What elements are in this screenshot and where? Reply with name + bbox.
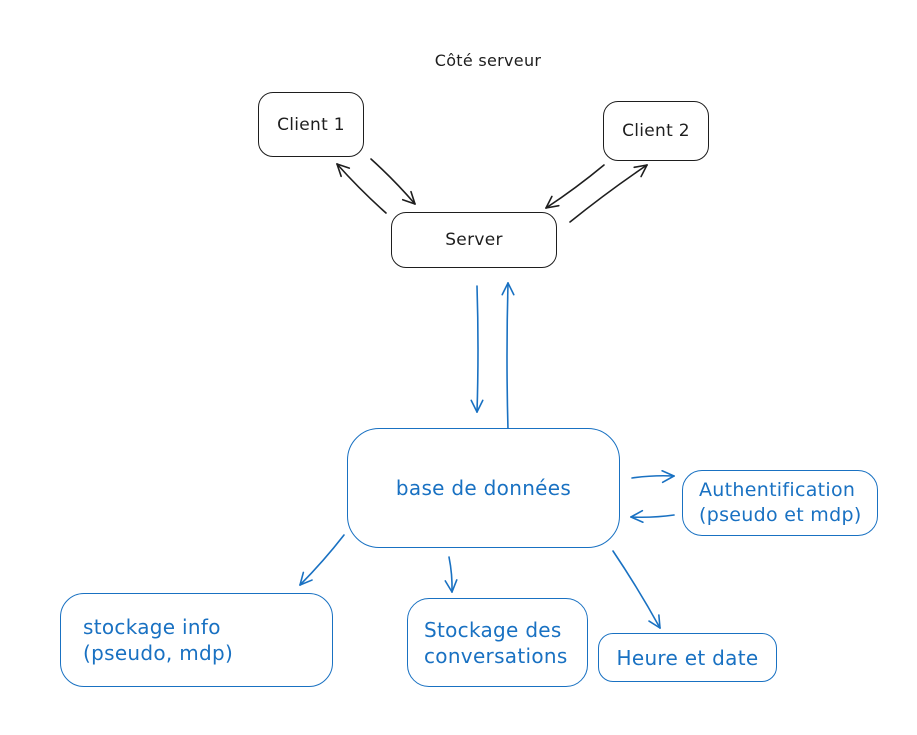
node-client1-label: Client 1 (277, 114, 345, 135)
arrow-server-to-client1 (336, 163, 387, 214)
node-authentification: Authentification (pseudo et mdp) (682, 470, 878, 536)
node-stockage-conversations-label-line1: Stockage des (424, 617, 562, 642)
node-server: Server (391, 212, 557, 268)
node-stockage-conversations-label-line2: conversations (424, 643, 568, 668)
arrow-database-to-stockage_info (299, 534, 345, 586)
node-stockage-info-label-line2: (pseudo, mdp) (83, 641, 234, 665)
node-database-label: base de données (395, 476, 572, 500)
node-heure-date-label: Heure et date (616, 645, 759, 670)
node-authentification-label-line1: Authentification (699, 479, 856, 502)
node-server-label: Server (445, 230, 503, 250)
arrow-database-to-authentification (631, 469, 675, 484)
node-stockage-info: stockage info (pseudo, mdp) (60, 593, 333, 687)
node-heure-date: Heure et date (598, 633, 777, 682)
diagram-title: Côté serveur (434, 51, 542, 70)
node-stockage-conversations: Stockage des conversations (407, 598, 588, 687)
arrow-client1-to-server (370, 158, 416, 205)
arrow-server-to-client2 (569, 164, 648, 223)
arrow-database-to-heure_date (612, 550, 661, 629)
node-client2-label: Client 2 (622, 121, 690, 141)
node-database: base de données (347, 428, 620, 548)
arrow-client2-to-server (545, 164, 605, 209)
arrow-server-to-database (470, 285, 484, 413)
arrow-database-to-server (501, 282, 515, 431)
arrow-authentification-to-database (630, 509, 675, 524)
node-stockage-info-label-line1: stockage info (83, 615, 221, 639)
node-authentification-label-line2: (pseudo et mdp) (699, 504, 862, 526)
node-client2: Client 2 (603, 101, 709, 161)
node-client1: Client 1 (258, 92, 364, 157)
arrow-database-to-stockage_conversations (444, 556, 458, 593)
